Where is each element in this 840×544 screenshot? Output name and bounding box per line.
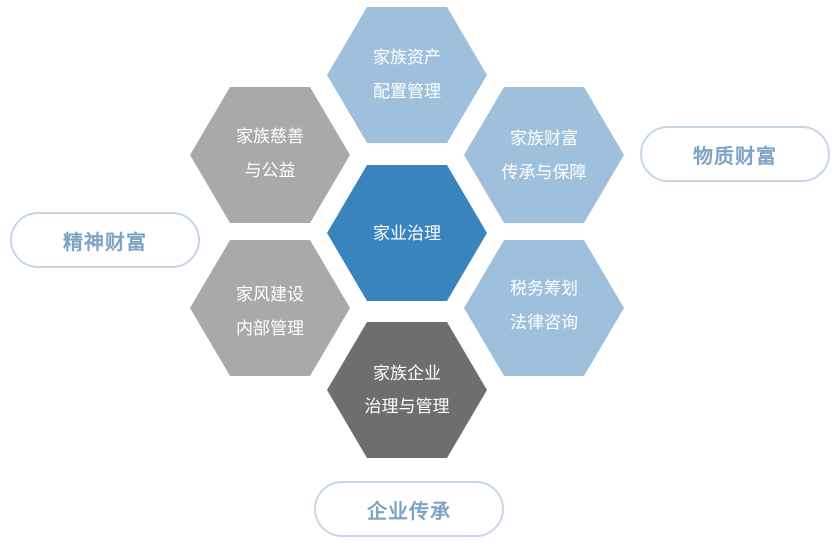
pill-spiritual-wealth: 精神财富 (10, 212, 200, 268)
hex-lower-left-shape (190, 240, 350, 376)
hex-center: 家业治理 (327, 165, 487, 301)
hex-top: 家族资产 配置管理 (327, 7, 487, 143)
pill-enterprise-succession-label: 企业传承 (367, 498, 451, 523)
pill-spiritual-wealth-label: 精神财富 (63, 229, 147, 254)
hex-bottom-line2: 治理与管理 (365, 397, 450, 417)
hex-bottom-line1: 家族企业 (373, 364, 441, 384)
hex-top-line2: 配置管理 (373, 82, 441, 102)
hex-lower-right-line2: 法律咨询 (510, 313, 578, 333)
hex-upper-right-shape (464, 87, 624, 223)
hex-upper-right: 家族财富 传承与保障 (464, 87, 624, 223)
hex-bottom: 家族企业 治理与管理 (327, 322, 487, 458)
hex-lower-right: 税务筹划 法律咨询 (464, 240, 624, 376)
hex-top-line1: 家族资产 (373, 48, 441, 68)
hex-lower-left: 家风建设 内部管理 (190, 240, 350, 376)
hex-lower-right-shape (464, 240, 624, 376)
hex-bottom-shape (327, 322, 487, 458)
hex-center-line1: 家业治理 (373, 224, 441, 244)
hex-lower-right-line1: 税务筹划 (510, 279, 578, 299)
hex-upper-right-line1: 家族财富 (510, 129, 578, 149)
hex-upper-left-line1: 家族慈善 (236, 127, 304, 147)
hex-upper-left-shape (190, 87, 350, 223)
hex-lower-left-line2: 内部管理 (236, 319, 304, 339)
hex-upper-left-line2: 与公益 (245, 161, 296, 181)
pill-enterprise-succession: 企业传承 (314, 481, 504, 537)
pill-material-wealth: 物质财富 (640, 126, 830, 182)
hex-center-shape (327, 165, 487, 301)
hex-lower-left-line1: 家风建设 (236, 285, 304, 305)
hex-top-shape (327, 7, 487, 143)
pill-material-wealth-label: 物质财富 (693, 143, 777, 168)
hex-upper-left: 家族慈善 与公益 (190, 87, 350, 223)
hex-upper-right-line2: 传承与保障 (502, 163, 587, 183)
